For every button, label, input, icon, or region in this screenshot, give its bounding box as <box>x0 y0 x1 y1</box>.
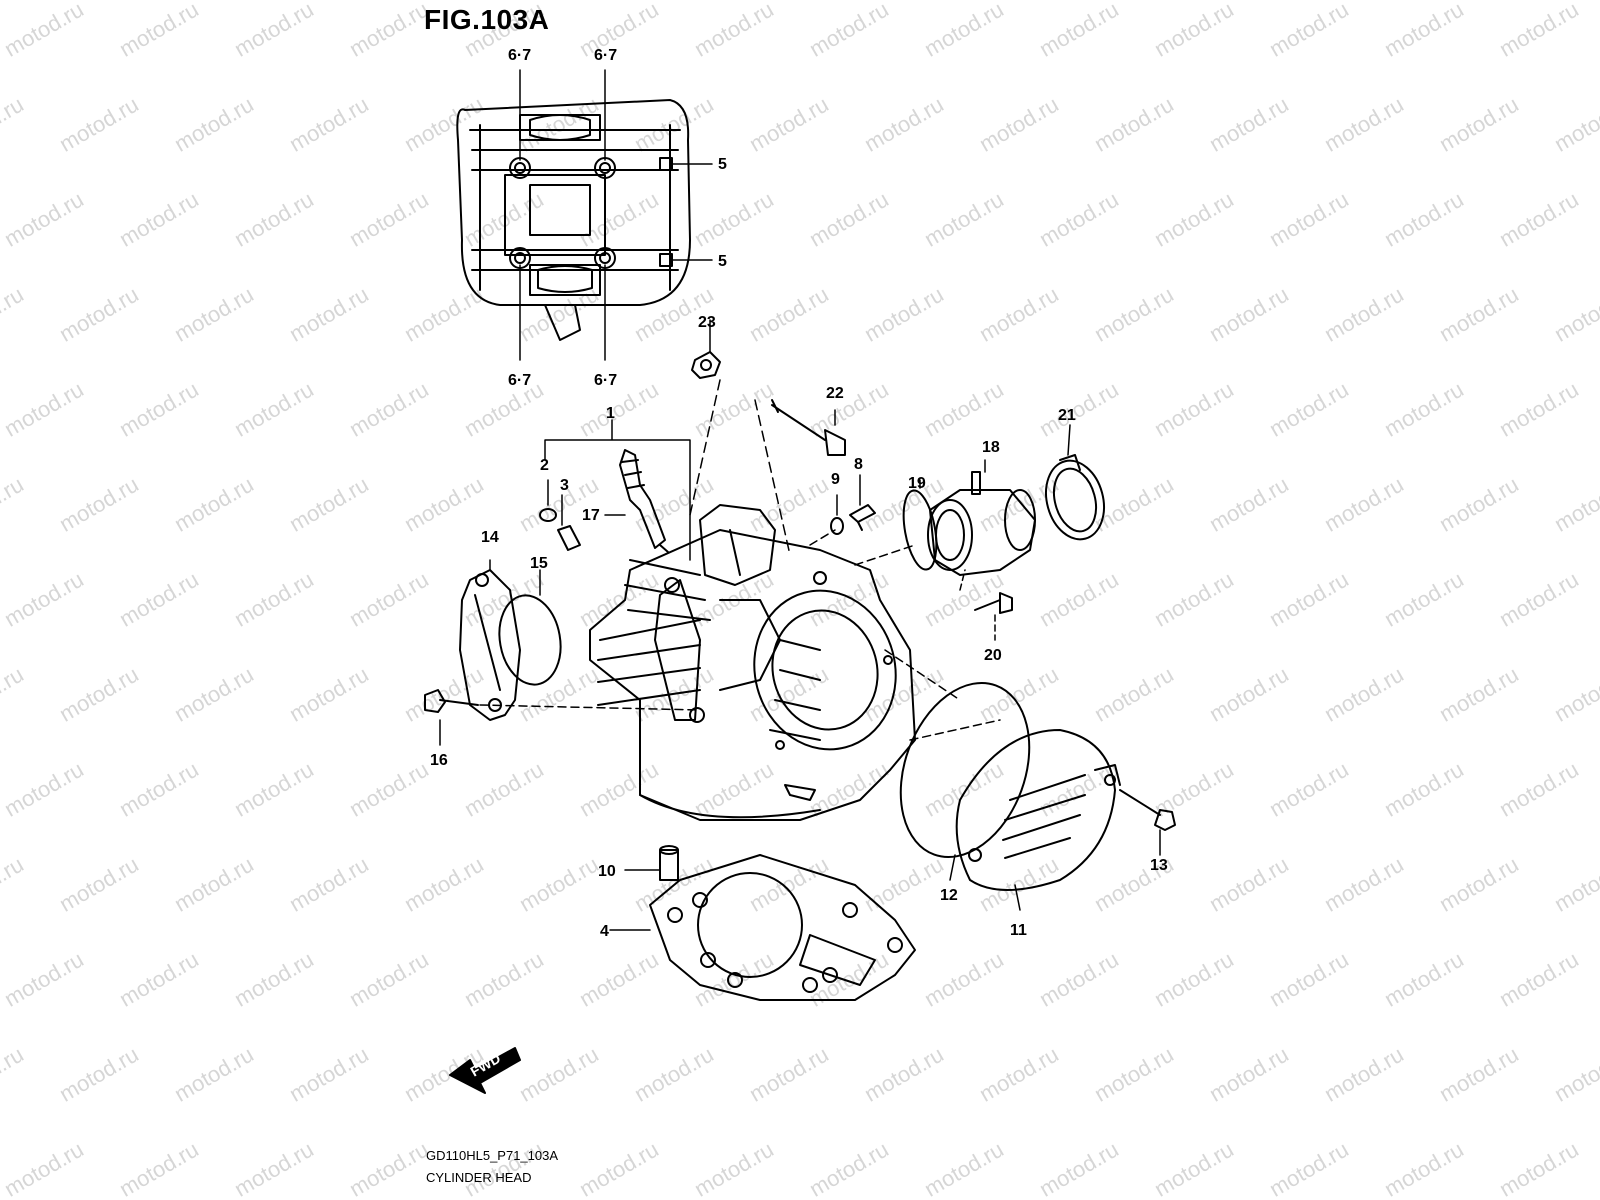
callout-5-lower: 5 <box>718 253 727 270</box>
spark-plug <box>619 449 669 553</box>
callout-4: 4 <box>600 923 609 940</box>
callout-21: 21 <box>1058 407 1076 424</box>
callout-1: 1 <box>606 405 615 422</box>
bolt-13 <box>1119 789 1176 831</box>
callout-3: 3 <box>560 477 569 494</box>
callout-6-7-bottom-right: 6·7 <box>594 372 617 389</box>
leader-lines <box>439 69 1161 931</box>
callout-20: 20 <box>984 647 1002 664</box>
side-cover <box>955 729 1121 891</box>
callout-6-7-top-left: 6·7 <box>508 47 531 64</box>
callout-12: 12 <box>940 887 958 904</box>
bolt-20 <box>974 592 1013 614</box>
callout-17: 17 <box>582 507 600 524</box>
intake-pipe <box>927 471 1036 576</box>
bolt-8 <box>849 504 876 531</box>
diagram-caption: CYLINDER HEAD <box>426 1170 532 1185</box>
diagram-code: GD110HL5_P71_103A <box>426 1148 559 1163</box>
callout-6-7-bottom-left: 6·7 <box>508 372 531 389</box>
cylinder-head-top-view <box>456 99 691 341</box>
fwd-arrow-icon: FWD <box>449 1047 521 1094</box>
cylinder-head-assembly <box>589 504 916 821</box>
callout-22: 22 <box>826 385 844 402</box>
washer-9 <box>830 517 844 535</box>
callout-numbers: 6·7 6·7 6·7 6·7 5 5 1 2 3 4 8 9 10 11 12… <box>430 47 1168 940</box>
callout-6-7-top-right: 6·7 <box>594 47 617 64</box>
head-gasket <box>649 854 916 1001</box>
o-ring-2 <box>539 508 557 522</box>
dowel-3 <box>557 525 581 551</box>
callout-13: 13 <box>1150 857 1168 874</box>
callout-15: 15 <box>530 555 548 572</box>
callout-14: 14 <box>481 529 499 546</box>
callout-5-upper: 5 <box>718 156 727 173</box>
callout-11: 11 <box>1010 922 1027 939</box>
callout-18: 18 <box>982 439 1000 456</box>
callout-8: 8 <box>854 456 863 473</box>
bolt-16 <box>424 689 479 713</box>
intake-clamp <box>1045 454 1105 541</box>
side-cover-o-ring <box>899 681 1031 859</box>
nut-23 <box>691 351 721 379</box>
callout-2: 2 <box>540 457 549 474</box>
callout-19: 19 <box>908 475 926 492</box>
intake-o-ring <box>902 489 938 571</box>
o-ring-15 <box>498 594 562 686</box>
callout-23: 23 <box>698 314 716 331</box>
callout-10: 10 <box>598 863 616 880</box>
callout-9: 9 <box>831 471 840 488</box>
callout-16: 16 <box>430 752 448 769</box>
figure-title: FIG.103A <box>424 4 550 35</box>
dowel-pin <box>659 845 679 881</box>
bolt-22 <box>771 399 846 456</box>
cam-cover-14 <box>459 569 521 721</box>
